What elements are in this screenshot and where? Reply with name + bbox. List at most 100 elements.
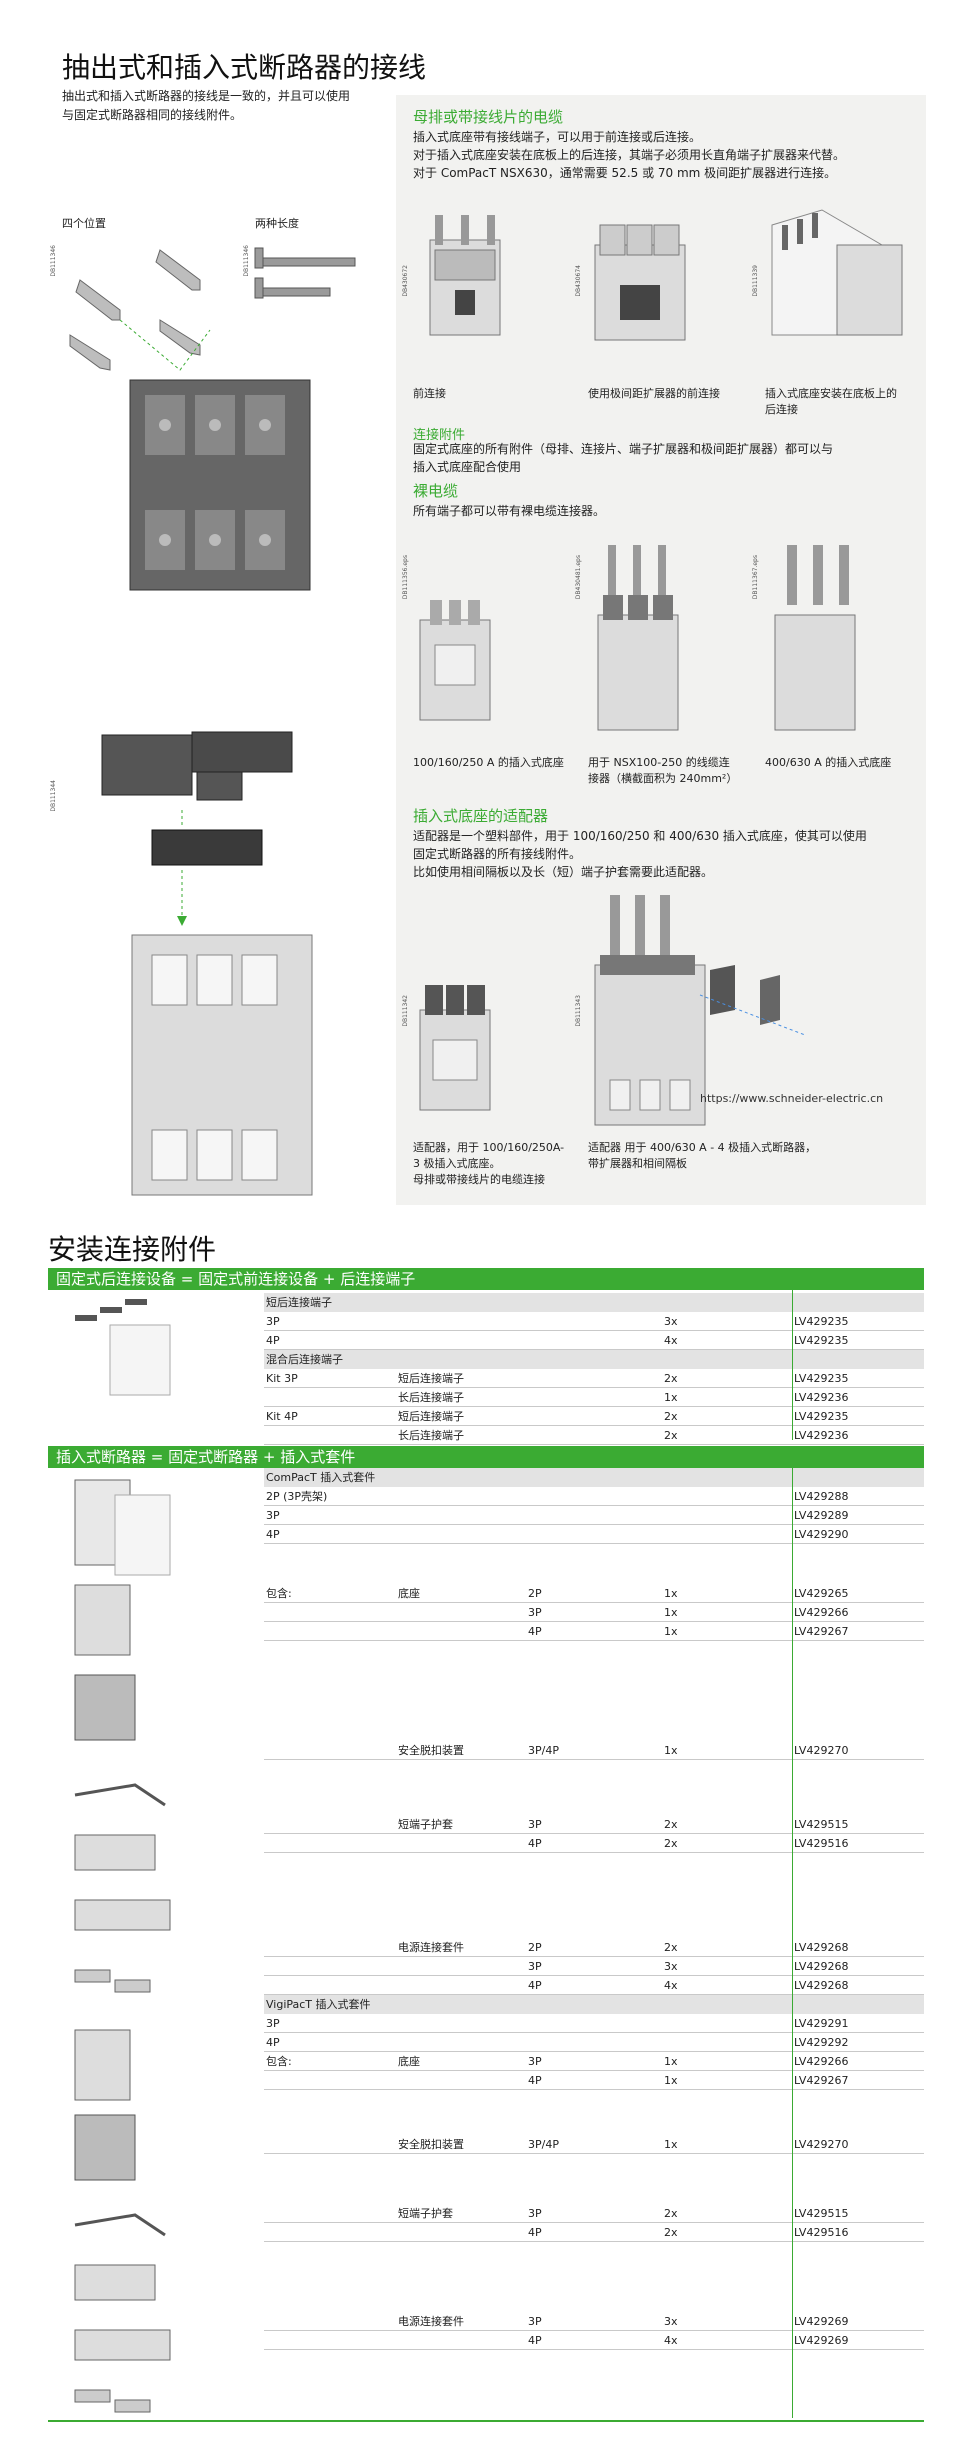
caption-spreader: 使用极间距扩展器的前连接	[588, 387, 720, 400]
table-cell-c5: LV429266	[794, 2055, 849, 2068]
table-group-header: 短后连接端子	[264, 1293, 924, 1312]
table-cell-c4: 2x	[664, 1837, 678, 1850]
table-cell-c2: 底座	[398, 1587, 420, 1600]
table-cell-c5: LV429269	[794, 2315, 849, 2328]
table-cell-c2: 电源连接套件	[398, 1941, 464, 1954]
table-cell-c2: 短后连接端子	[398, 1410, 464, 1423]
table-cell-c4: 2x	[664, 2226, 678, 2239]
caption-base-100-250: 100/160/250 A 的插入式底座	[413, 756, 564, 769]
section-bar-plugin: 插入式断路器 = 固定式断路器 + 插入式套件	[48, 1446, 924, 1468]
bottom-rule	[48, 2420, 924, 2422]
table-cell-c2: 安全脱扣装置	[398, 2138, 464, 2151]
adapter-illustration	[101, 731, 313, 1196]
table-cell-c1: 2P (3P壳架)	[266, 1490, 328, 1503]
column-divider	[792, 1468, 793, 2418]
ref-code: DB111344	[50, 780, 57, 812]
table-cell-c1: 4P	[266, 1528, 280, 1541]
rear-connection-illustration	[771, 209, 903, 336]
table-cell-c3: 2P	[528, 1941, 542, 1954]
table-cell-c5: LV429270	[794, 2138, 849, 2151]
table-cell-c5: LV429289	[794, 1509, 849, 1522]
table-cell-c3: 3P/4P	[528, 2138, 559, 2151]
table-cell-c5: LV429235	[794, 1372, 849, 1385]
table-cell-c2: 安全脱扣装置	[398, 1744, 464, 1757]
table-cell-c5: LV429515	[794, 2207, 849, 2220]
table-cell-c1: 包含:	[266, 2055, 292, 2068]
table-cell-c4: 2x	[664, 1410, 678, 1423]
table-cell-c4: 1x	[664, 2074, 678, 2087]
section-text-adapter: 适配器是一个塑料部件，用于 100/160/250 和 400/630 插入式底…	[413, 829, 867, 879]
caption-adapter-3p: 适配器，用于 100/160/250A- 3 极插入式底座。 母排或带接线片的电…	[413, 1141, 565, 1186]
busbar-illustration	[69, 247, 356, 591]
table-cell-c1: Kit 3P	[266, 1372, 298, 1385]
page-title: 抽出式和插入式断路器的接线	[62, 51, 427, 84]
table-cell-c4: 1x	[664, 1606, 678, 1619]
table-cell-c4: 1x	[664, 2138, 678, 2151]
table-cell-c3: 3P	[528, 1818, 542, 1831]
section-heading-adapter: 插入式底座的适配器	[413, 807, 549, 825]
table-cell-c1: 短后连接端子	[266, 1296, 332, 1309]
table-cell-c4: 2x	[664, 1941, 678, 1954]
table-group-header: 混合后连接端子	[264, 1350, 924, 1369]
caption-base-400-630: 400/630 A 的插入式底座	[765, 756, 892, 769]
table-cell-c4: 4x	[664, 1979, 678, 1992]
table-cell-c3: 4P	[528, 2334, 542, 2347]
table-cell-c3: 4P	[528, 1837, 542, 1850]
table-cell-c4: 2x	[664, 1429, 678, 1442]
table-cell-c1: 包含:	[266, 1587, 292, 1600]
table-cell-c5: LV429515	[794, 1818, 849, 1831]
section-heading-busbar: 母排或带接线片的电缆	[413, 108, 564, 126]
table-row: Kit 3P 短后连接端子 2x LV429235	[264, 1369, 924, 1388]
section-text-bare-cable: 所有端子都可以带有裸电缆连接器。	[413, 504, 606, 518]
table-cell-c4: 4x	[664, 1334, 678, 1347]
table-cell-c4: 2x	[664, 1372, 678, 1385]
table-cell-c5: LV429291	[794, 2017, 849, 2030]
table-cell-c2: 短端子护套	[398, 1818, 453, 1831]
section-bar-fixed-rear: 固定式后连接设备 = 固定式前连接设备 + 后连接端子	[48, 1268, 924, 1290]
caption-rear-connection: 插入式底座安装在底板上的 后连接	[765, 387, 897, 416]
table-cell-c3: 2P	[528, 1587, 542, 1600]
table-row: 安全脱扣装置 3P/4P 1x LV429270	[264, 2135, 924, 2154]
front-connection-illustration	[429, 215, 501, 336]
table-cell-c5: LV429265	[794, 1587, 849, 1600]
table-cell-c4: 1x	[664, 1744, 678, 1757]
table-cell-c1: 3P	[266, 1509, 280, 1522]
ref-code: DB111346	[50, 245, 57, 277]
table-cell-c2: 短端子护套	[398, 2207, 453, 2220]
table-cell-c2: 长后连接端子	[398, 1391, 464, 1404]
table-cell-c5: LV429267	[794, 2074, 849, 2087]
table-cell-c3: 4P	[528, 2074, 542, 2087]
table-cell-c2: 电源连接套件	[398, 2315, 464, 2328]
column-divider	[792, 1290, 793, 1440]
ref-code: DB111367.eps	[752, 555, 759, 600]
table-cell-c5: LV429268	[794, 1979, 849, 1992]
product-thumbnails	[74, 1299, 171, 2413]
table-cell-c3: 3P	[528, 2055, 542, 2068]
ref-code: DB111356.eps	[402, 555, 409, 600]
table-group-header: ComPacT 插入式套件	[264, 1468, 924, 1487]
table-cell-c2: 短后连接端子	[398, 1372, 464, 1385]
table-cell-c5: LV429292	[794, 2036, 849, 2049]
table-row: 2P (3P壳架)LV429288	[264, 1487, 924, 1506]
caption-adapter-4p: 适配器 用于 400/630 A - 4 极插入式断路器， 带扩展器和相间隔板	[588, 1141, 817, 1170]
table-cell-c5: LV429268	[794, 1941, 849, 1954]
base-100-250-illustration	[419, 600, 491, 721]
adapter-4p-illustration	[594, 895, 806, 1126]
caption-front-connection: 前连接	[413, 387, 446, 400]
label-two-lengths: 两种长度	[255, 217, 299, 230]
table-cell-c1: ComPacT 插入式套件	[266, 1471, 376, 1484]
